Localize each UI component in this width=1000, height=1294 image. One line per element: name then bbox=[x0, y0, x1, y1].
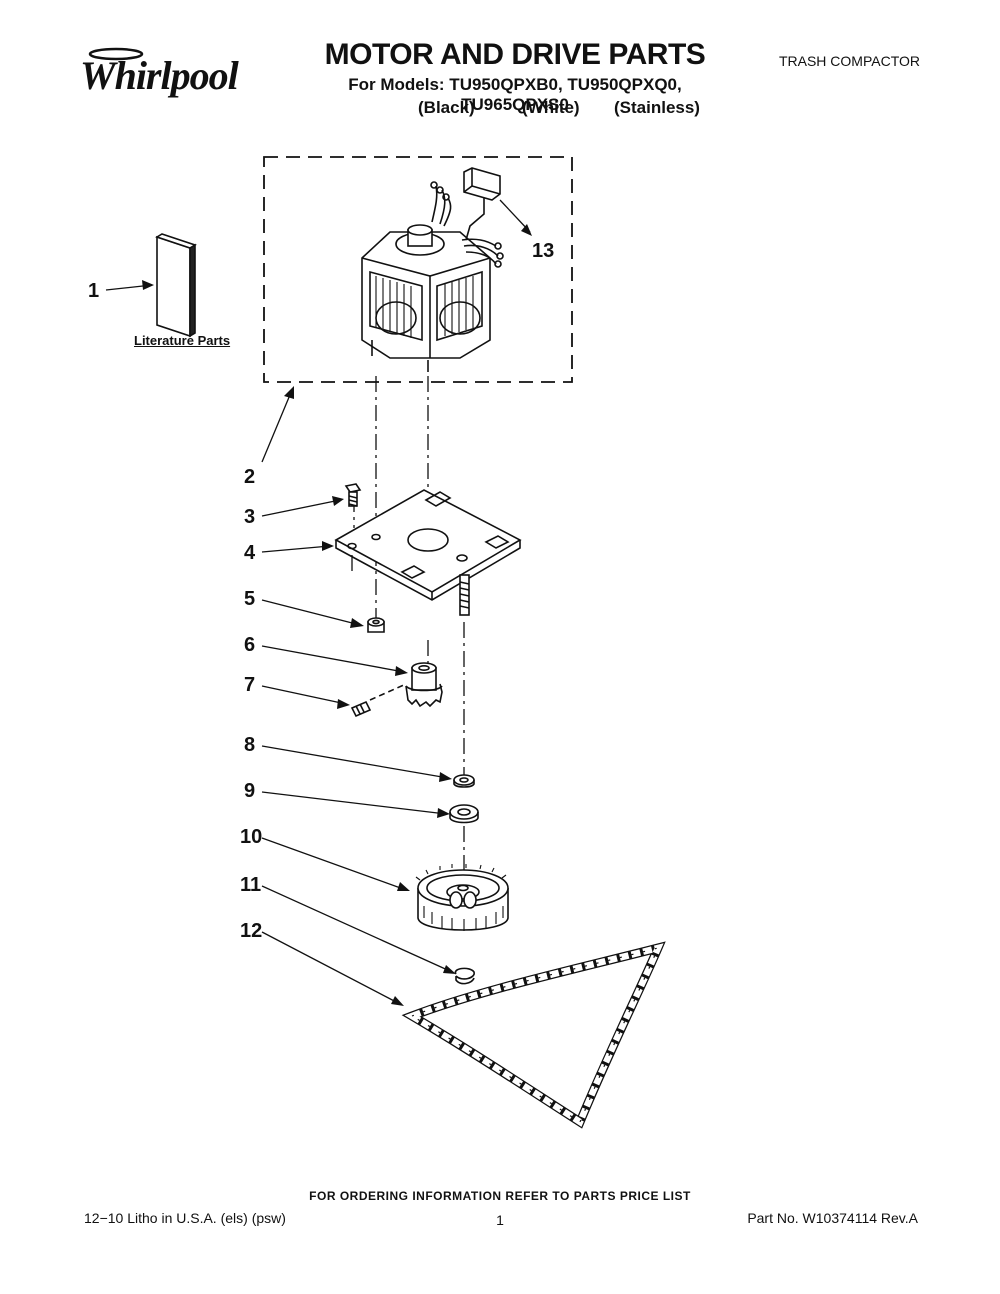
callout-7: 7 bbox=[244, 674, 256, 696]
callout-9: 9 bbox=[244, 780, 256, 802]
callout-11: 11 bbox=[240, 874, 262, 896]
callout-12: 12 bbox=[240, 920, 263, 942]
callout-4: 4 bbox=[244, 542, 256, 564]
callout-1: 1 bbox=[88, 280, 100, 302]
motor-icon bbox=[361, 181, 504, 372]
callout-3: 3 bbox=[244, 506, 256, 528]
callout-5: 5 bbox=[244, 588, 256, 610]
product-category: TRASH COMPACTOR bbox=[778, 53, 920, 69]
bearing-icon bbox=[449, 804, 479, 824]
literature-parts-label: Literature Parts bbox=[134, 333, 231, 348]
whirlpool-swoosh-icon bbox=[88, 47, 144, 61]
mounting-plate-icon bbox=[334, 489, 522, 616]
leader-lines bbox=[105, 199, 531, 1005]
motor-connector-icon bbox=[463, 167, 501, 241]
callout-8: 8 bbox=[244, 734, 256, 756]
set-screw-icon bbox=[350, 683, 407, 718]
callout-13: 13 bbox=[532, 240, 555, 262]
nut-icon bbox=[367, 617, 385, 633]
washer-icon bbox=[453, 774, 475, 788]
literature-booklet-icon bbox=[155, 233, 197, 338]
callout-10: 10 bbox=[240, 826, 263, 848]
retaining-clip-icon bbox=[454, 967, 475, 985]
page-number: 1 bbox=[496, 1212, 504, 1228]
callout-2: 2 bbox=[244, 466, 256, 488]
motor-assembly-box bbox=[263, 156, 573, 383]
variant-black: (Black) bbox=[418, 98, 475, 117]
leader-arrowheads bbox=[142, 224, 532, 1006]
drive-sprocket-icon bbox=[415, 864, 509, 931]
ordering-note: FOR ORDERING INFORMATION REFER TO PARTS … bbox=[309, 1189, 691, 1203]
variant-stainless: (Stainless) bbox=[614, 98, 700, 117]
brand-logo: Whirlpool bbox=[80, 53, 239, 98]
drive-chain-icon bbox=[401, 941, 666, 1129]
model-list: For Models: TU950QPXB0, TU950QPXQ0, TU96… bbox=[348, 75, 682, 114]
pinion-gear-icon bbox=[405, 662, 443, 708]
page-title: MOTOR AND DRIVE PARTS bbox=[324, 38, 706, 71]
part-number: Part No. W10374114 Rev.A bbox=[747, 1210, 918, 1226]
litho-info: 12−10 Litho in U.S.A. (els) (psw) bbox=[84, 1210, 286, 1226]
variant-white: (White) bbox=[522, 98, 580, 117]
screw-icon bbox=[344, 483, 362, 507]
callout-6: 6 bbox=[244, 634, 256, 656]
